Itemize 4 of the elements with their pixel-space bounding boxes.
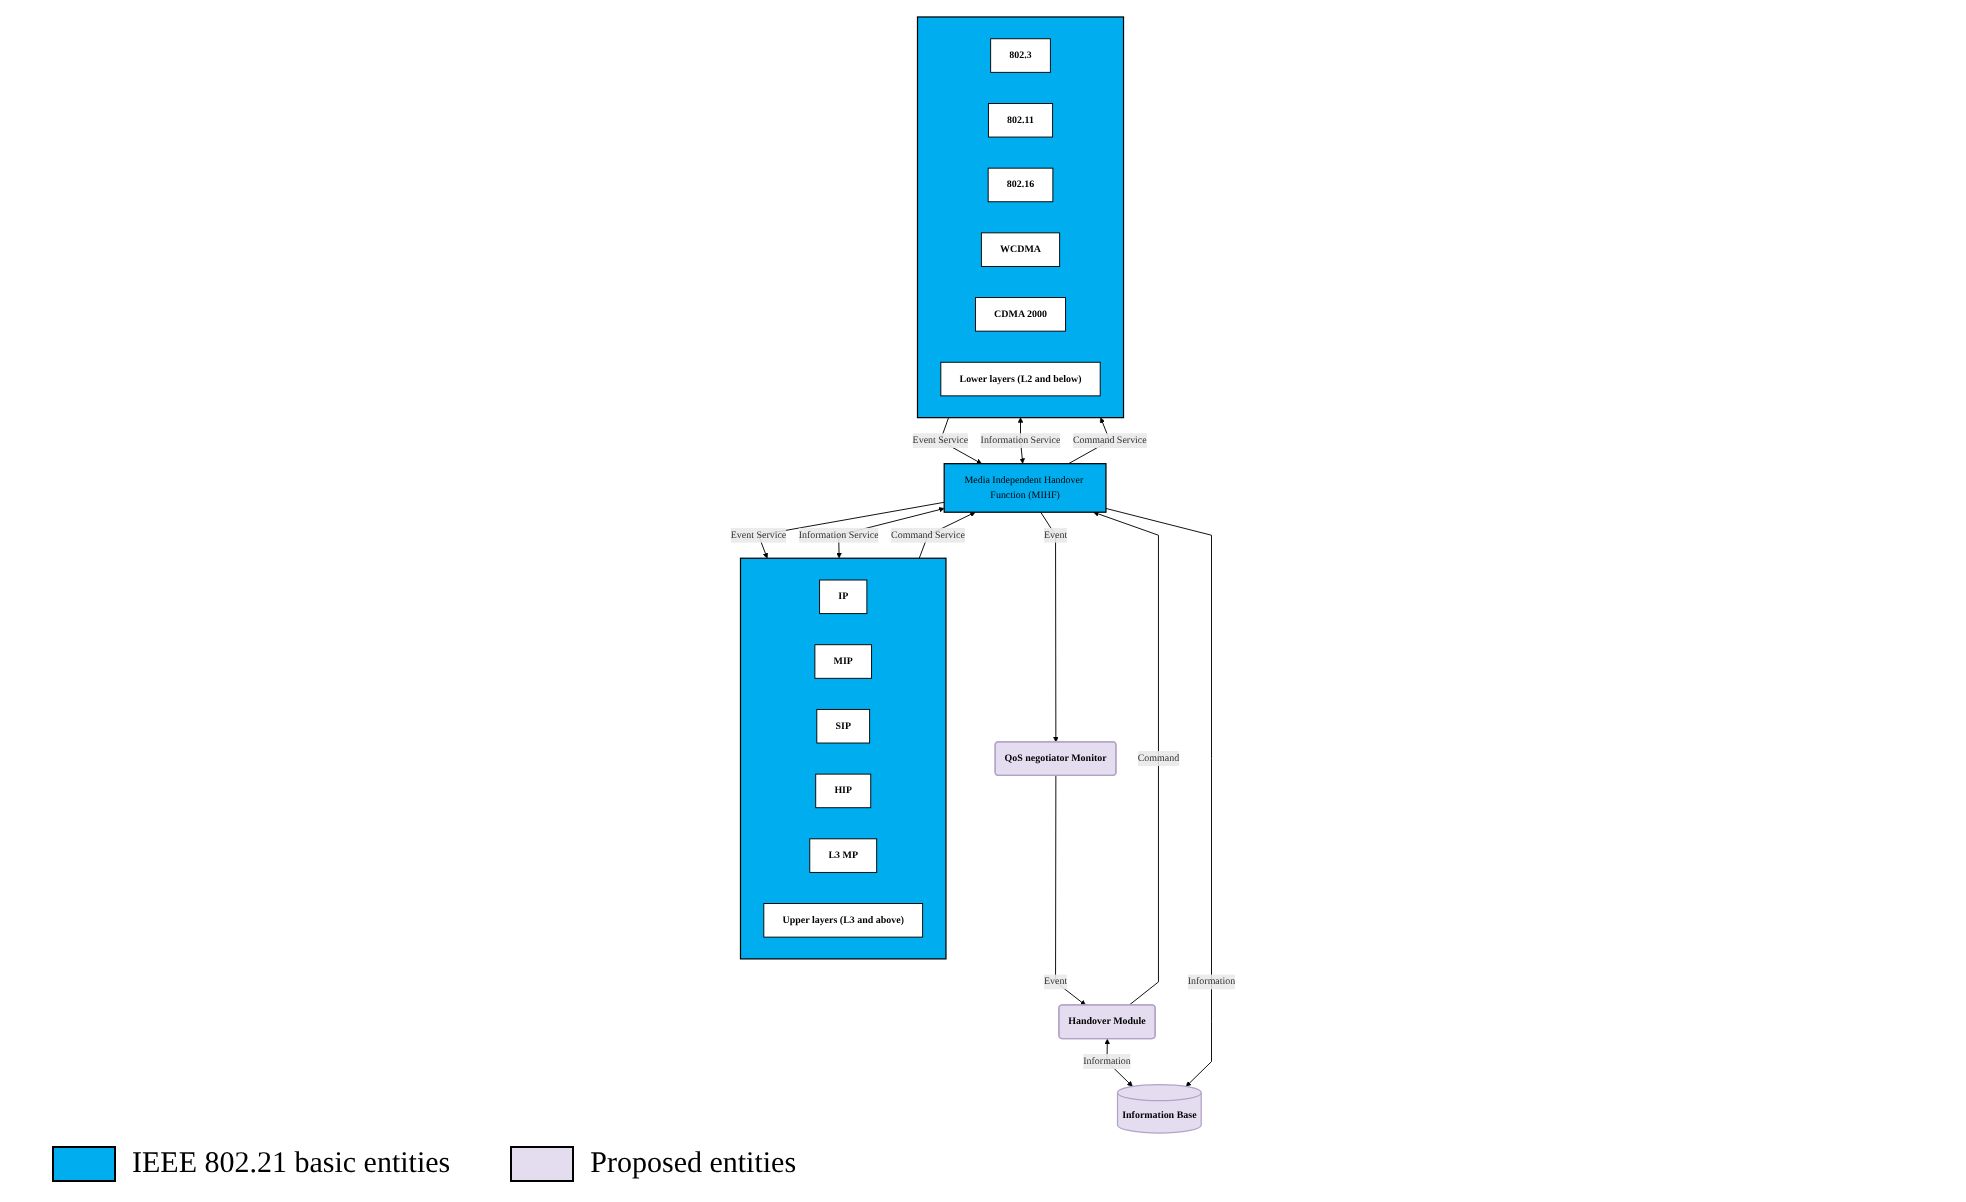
legend-text: IEEE 802.21 basic entities: [132, 1147, 451, 1181]
cluster: [916, 16, 1125, 419]
legend-text: Proposed entities: [590, 1147, 797, 1181]
cluster: [739, 557, 947, 960]
